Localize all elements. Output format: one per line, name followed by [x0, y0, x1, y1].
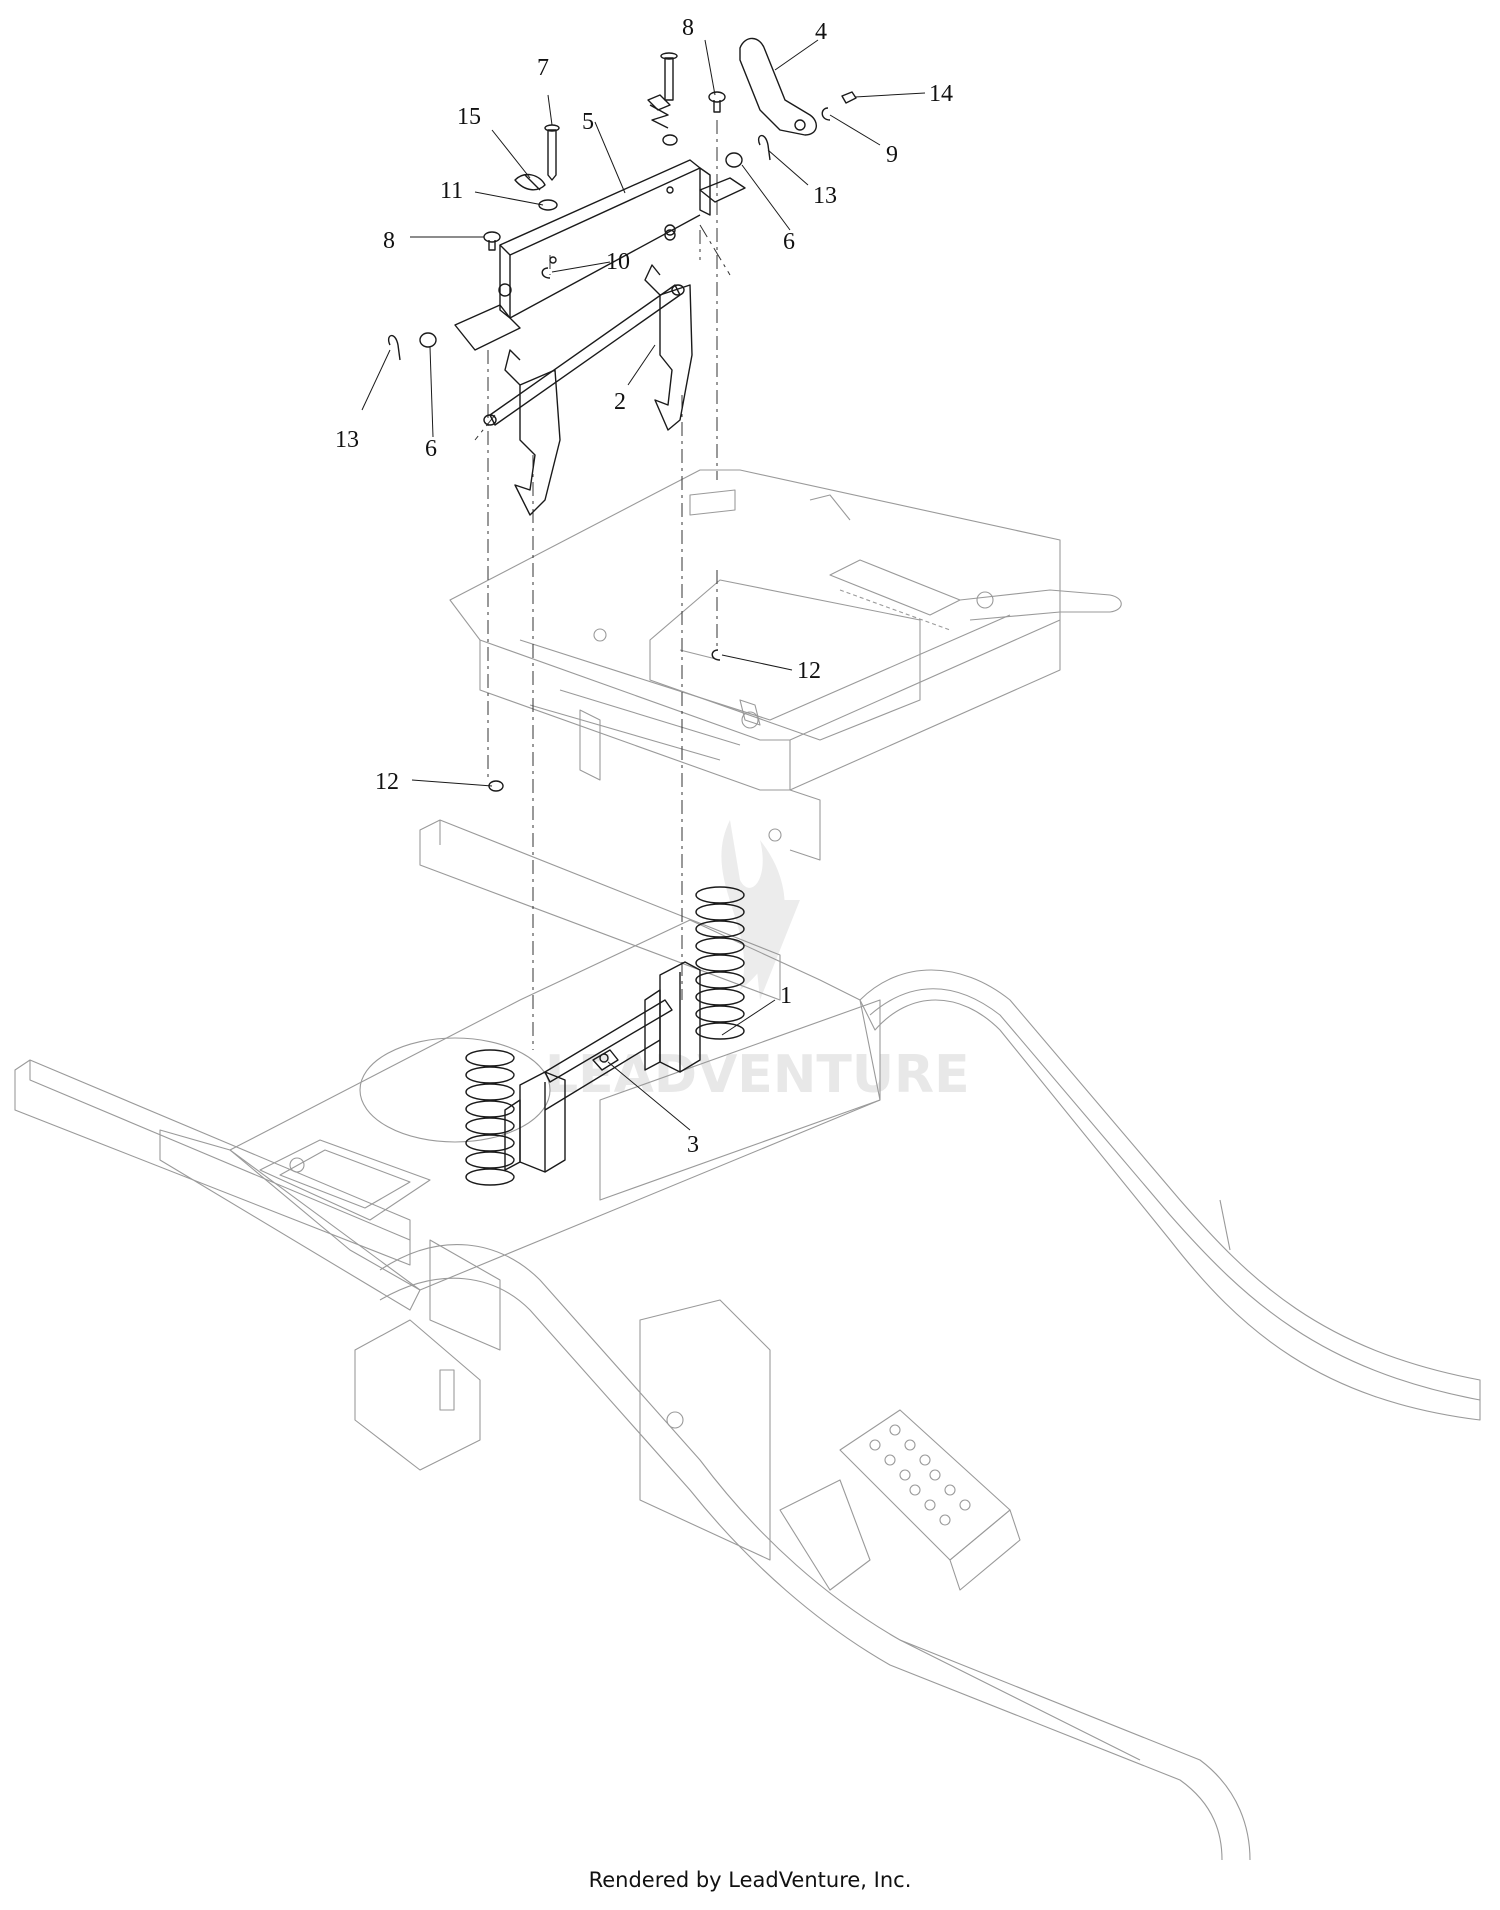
callout-5: 5 — [582, 109, 594, 135]
callout-6-left: 6 — [425, 436, 437, 462]
latch-shaft-assembly — [483, 264, 693, 516]
callout-12-lower: 12 — [375, 769, 399, 795]
assembly-lines — [474, 120, 731, 1050]
callout-13-right: 13 — [813, 183, 837, 209]
watermark: LEADVENTURE — [545, 820, 970, 1105]
callout-8-left: 8 — [383, 228, 395, 254]
callout-2: 2 — [614, 389, 626, 415]
spring-bracket-assembly — [465, 886, 745, 1186]
callout-8-top: 8 — [682, 15, 694, 41]
leader-lines — [361, 39, 926, 1131]
callout-10: 10 — [606, 249, 630, 275]
spring-right — [695, 886, 745, 1040]
callout-15: 15 — [457, 104, 481, 130]
pedal-holes — [869, 1424, 971, 1526]
watermark-text: LEADVENTURE — [545, 1045, 970, 1105]
hardware — [388, 37, 857, 792]
render-credit: Rendered by LeadVenture, Inc. — [588, 1868, 912, 1892]
callout-6-right: 6 — [783, 229, 795, 255]
chassis-frame — [14, 819, 1481, 1861]
lever-part-4 — [739, 37, 817, 136]
callout-1: 1 — [780, 983, 792, 1009]
callout-13-left: 13 — [335, 427, 359, 453]
callout-labels: 1 2 3 4 5 6 6 7 8 8 9 10 11 12 12 13 13 … — [335, 15, 953, 1158]
callout-7: 7 — [537, 55, 549, 81]
callout-9: 9 — [886, 142, 898, 168]
spring-left — [465, 1049, 515, 1186]
seat-base-plate — [449, 469, 1122, 861]
mount-bracket — [454, 159, 746, 351]
callout-4: 4 — [815, 19, 827, 45]
callout-14: 14 — [929, 81, 953, 107]
callout-12-plate: 12 — [797, 658, 821, 684]
callout-11: 11 — [440, 178, 463, 204]
callout-3: 3 — [687, 1132, 699, 1158]
